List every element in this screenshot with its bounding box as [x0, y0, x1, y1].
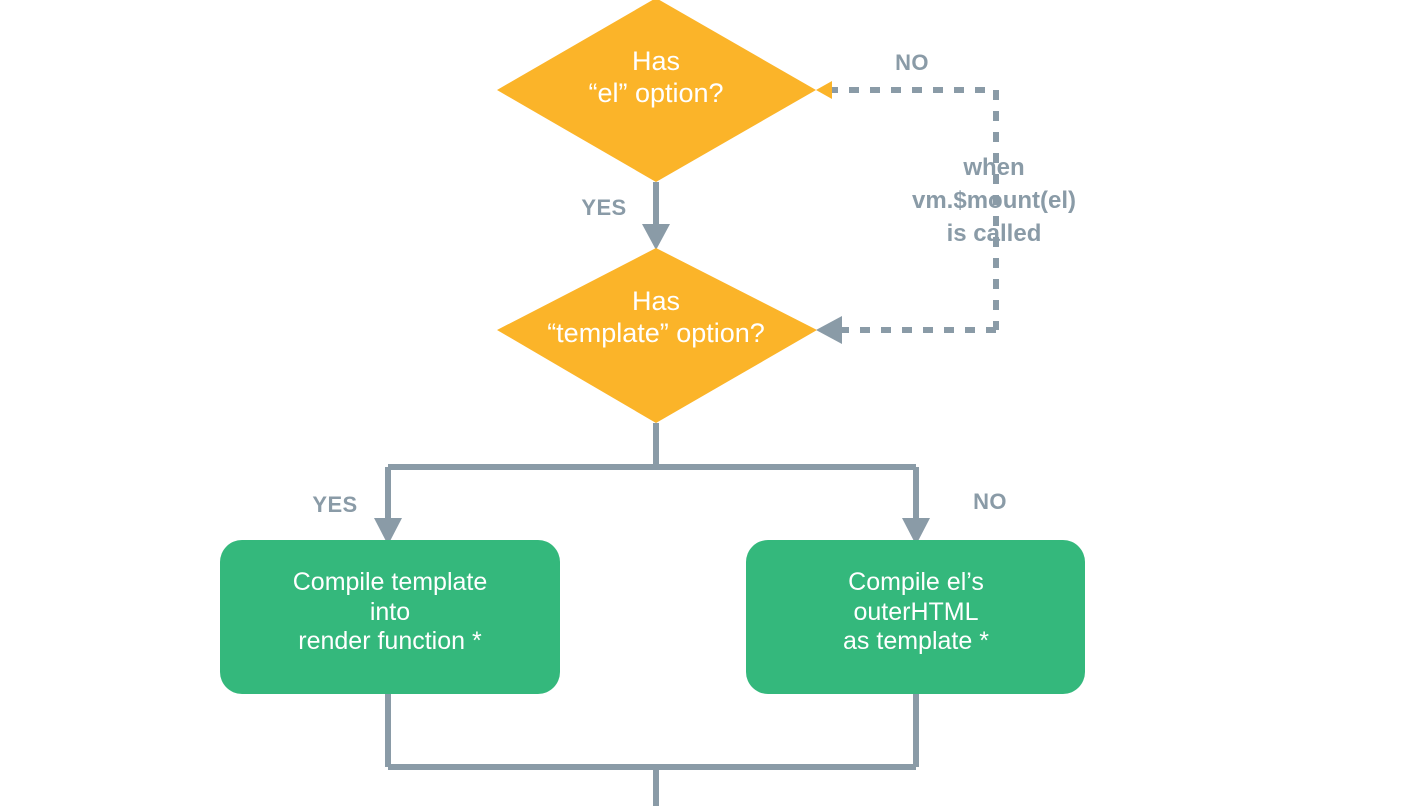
arrowhead-el-yes — [642, 224, 670, 250]
connector-merge-bottom — [385, 694, 919, 806]
edge-label-el-yes: YES — [581, 195, 627, 220]
decision-has-template-shape[interactable] — [497, 248, 817, 423]
process-compile-outerhtml-shape[interactable] — [746, 540, 1085, 694]
arrowhead-into-has-template — [816, 316, 842, 344]
decision-has-el-shape[interactable] — [497, 0, 816, 182]
arrowhead-template-no — [902, 518, 930, 545]
arrowhead-template-yes — [374, 518, 402, 545]
connector-el-no-dashed — [828, 87, 999, 330]
edge-label-el-no: NO — [895, 50, 929, 75]
note-mount-called: when vm.$mount(el) is called — [911, 154, 1076, 248]
edge-label-template-no: NO — [973, 489, 1007, 514]
process-compile-template-shape[interactable] — [220, 540, 560, 694]
arrowhead-el-no — [816, 81, 832, 99]
edge-label-template-yes: YES — [312, 492, 358, 517]
connector-template-split — [385, 423, 919, 520]
